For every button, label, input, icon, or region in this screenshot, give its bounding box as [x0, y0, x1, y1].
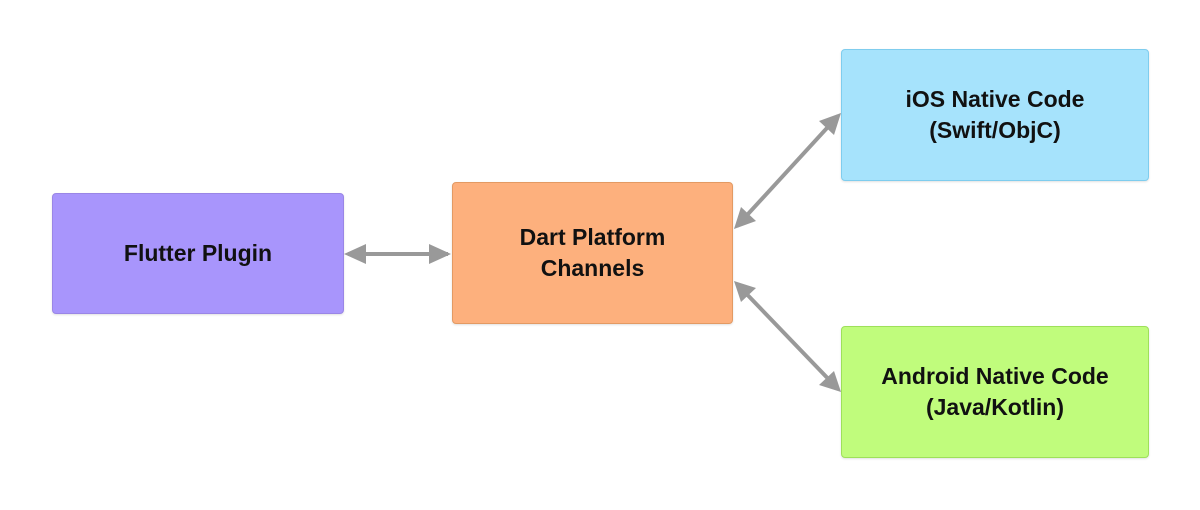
arrow-dart-android [735, 282, 840, 391]
flutter-plugin-box: Flutter Plugin [52, 193, 344, 314]
dart-platform-channels-label-line2: Channels [540, 255, 645, 281]
android-native-code-label-line2: (Java/Kotlin) [925, 394, 1065, 420]
arrowhead-dart-left-side [429, 244, 451, 264]
dart-platform-channels-box: Dart Platform Channels [452, 182, 733, 324]
arrowhead-dart-lower-side [734, 281, 756, 302]
arrow-dart-ios [735, 114, 840, 228]
arrowhead-ios-side [819, 113, 841, 135]
arrowhead-android-side [819, 371, 841, 392]
arrowhead-flutter-side [344, 244, 366, 264]
ios-native-code-label-line1: iOS Native Code [905, 86, 1085, 112]
ios-native-code-label-line2: (Swift/ObjC) [929, 117, 1061, 143]
flutter-plugin-label: Flutter Plugin [123, 240, 273, 266]
android-native-code-box: Android Native Code (Java/Kotlin) [841, 326, 1149, 458]
dart-platform-channels-label-line1: Dart Platform [519, 224, 666, 250]
android-native-code-label-line1: Android Native Code [881, 363, 1109, 389]
arrowhead-dart-upper-side [734, 207, 756, 229]
ios-native-code-box: iOS Native Code (Swift/ObjC) [841, 49, 1149, 181]
